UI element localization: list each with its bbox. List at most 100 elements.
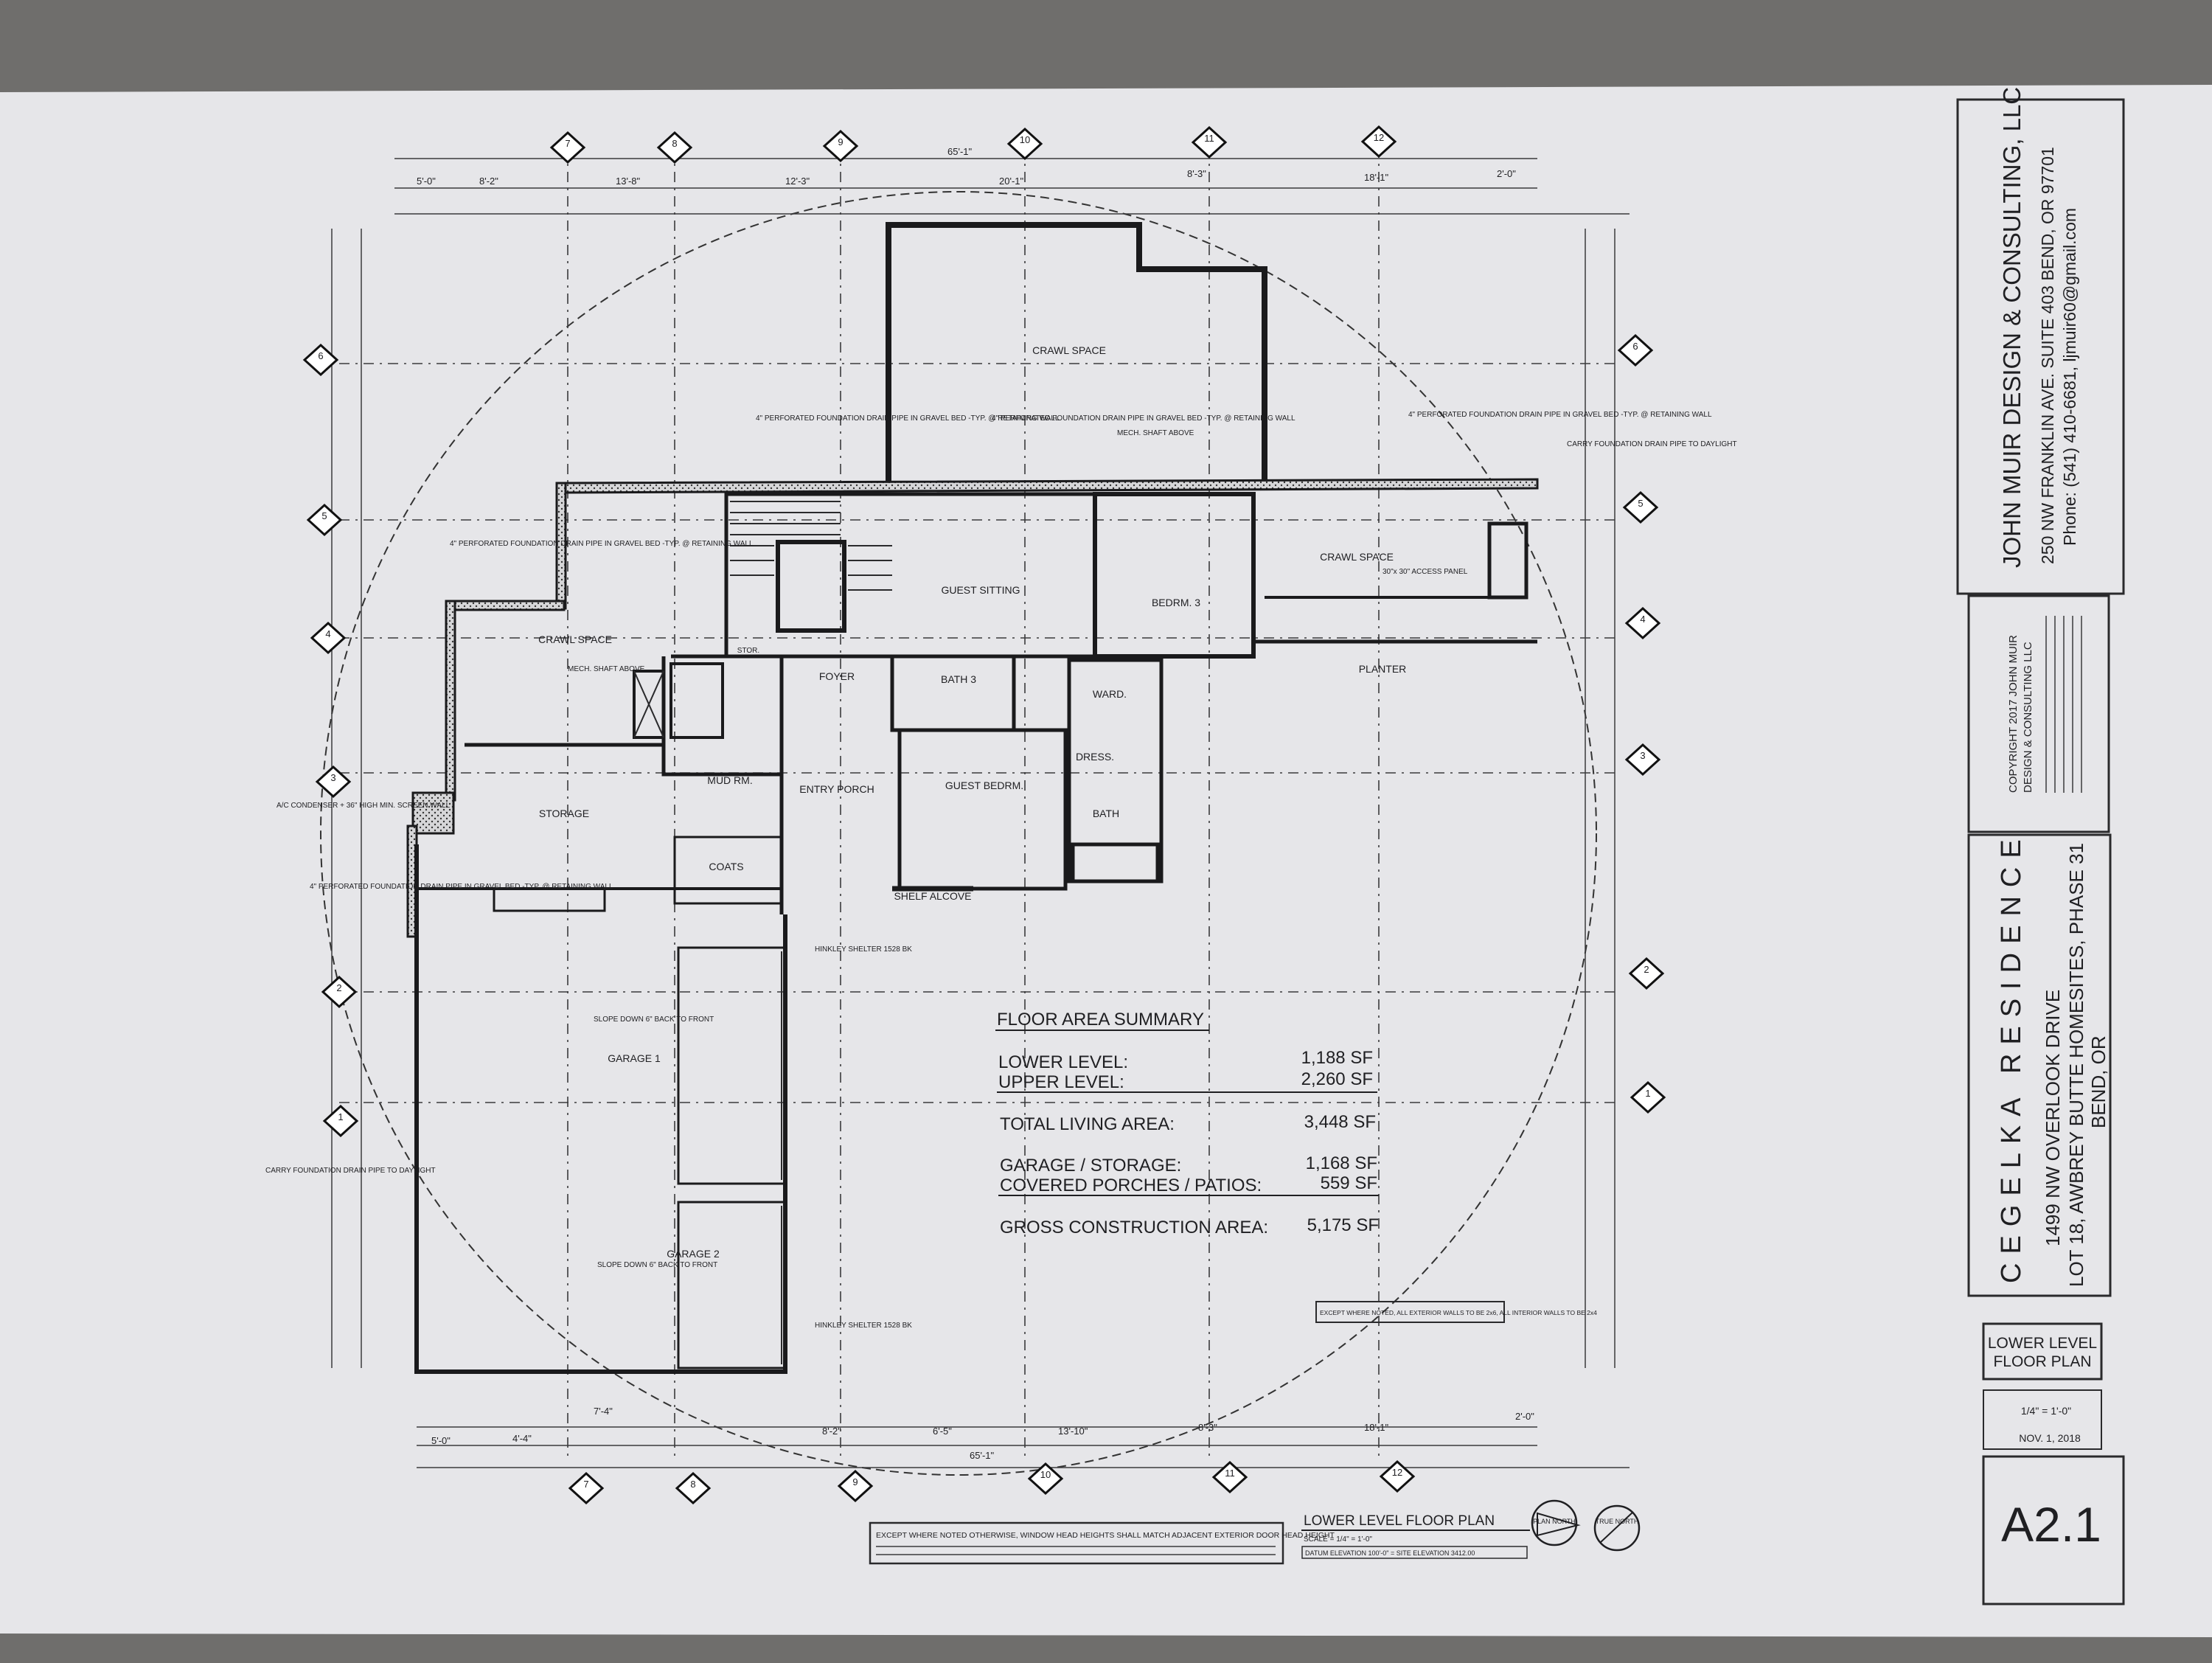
room-stor: STOR. [737,647,759,655]
title-block: JOHN MUIR DESIGN & CONSULTING, LLC 250 N… [1956,87,2125,1605]
dim-bottom-total: 65'-1" [970,1450,995,1461]
svg-text:10: 10 [1020,134,1030,145]
svg-text:12: 12 [1392,1467,1402,1478]
grid-tag-top-7: 7 [549,131,586,164]
exterior-walls-note: EXCEPT WHERE NOTED, ALL EXTERIOR WALLS T… [1315,1301,1597,1323]
note-drain-pipe-5: 4" PERFORATED FOUNDATION DRAIN PIPE IN G… [310,883,613,891]
room-garage-1: GARAGE 1 [608,1052,661,1064]
fas-row-gross-value: 5,175 SF [1307,1215,1379,1235]
grid-tag-bottom-7: 7 [568,1471,605,1505]
note-carry-pipe-1: CARRY FOUNDATION DRAIN PIPE TO DAYLIGHT [1567,440,1737,448]
note-drain-pipe-1: 4" PERFORATED FOUNDATION DRAIN PIPE IN G… [756,414,1060,423]
note-drain-pipe-2: 4" PERFORATED FOUNDATION DRAIN PIPE IN G… [992,414,1295,423]
copyright-line-2: DESIGN & CONSULTING LLC [2022,642,2034,793]
fas-row-lower-value: 1,188 SF [1301,1048,1373,1068]
grid-tag-left-6: 6 [302,343,339,377]
floor-area-summary: FLOOR AREA SUMMARY LOWER LEVEL: 1,188 SF… [995,1010,1379,1237]
room-garage-2: GARAGE 2 [667,1248,720,1260]
room-crawl-space-top: CRAWL SPACE [1032,344,1106,356]
svg-text:4: 4 [1640,614,1645,625]
copyright-line-1: COPYRIGHT 2017 JOHN MUIR [2007,635,2020,793]
room-bath: BATH [1093,808,1119,819]
sheet-title-line-1: LOWER LEVEL [1988,1335,2097,1352]
room-ward: WARD. [1093,688,1127,700]
grid-tag-right-6: 6 [1617,333,1654,367]
project-address: 1499 NW OVERLOOK DRIVE [2042,990,2064,1246]
grid-tag-left-1: 1 [322,1104,359,1138]
grid-tag-top-12: 12 [1360,125,1397,159]
dimension-lines [331,158,1630,1468]
firm-phone: Phone: (541) 410-6681, ljmuir60@gmail.co… [2060,208,2079,546]
dim-bottom-3: 7'-4" [594,1406,613,1417]
grid-tag-bottom-12: 12 [1379,1459,1416,1493]
fas-heading: FLOOR AREA SUMMARY [997,1010,1204,1030]
svg-text:1: 1 [1645,1088,1650,1099]
grid-tag-top-10: 10 [1006,127,1043,161]
room-dress: DRESS. [1076,751,1114,763]
room-shelf-alcove: SHELF ALCOVE [894,890,971,902]
note-slope-down-2: SLOPE DOWN 6" BACK TO FRONT [597,1261,717,1269]
exterior-walls-note-text: EXCEPT WHERE NOTED, ALL EXTERIOR WALLS T… [1320,1309,1597,1316]
svg-text:5: 5 [321,510,327,521]
dim-bottom-5: 6'-5" [933,1426,952,1437]
dim-top-2: 8'-2" [479,176,498,187]
dim-bottom-2: 4'-4" [512,1433,532,1444]
note-mech-shaft-2: MECH. SHAFT ABOVE [568,665,645,673]
firm-address: 250 NW FRANKLIN AVE. SUITE 403 BEND, OR … [2038,147,2057,564]
fas-row-total-label: TOTAL LIVING AREA: [1000,1114,1175,1134]
dim-top-6: 8'-3" [1187,168,1206,179]
dim-bottom-8: 18'-1" [1364,1422,1389,1433]
plan-scale: SCALE = 1/4" = 1'-0" [1304,1535,1372,1544]
date-value: NOV. 1, 2018 [2019,1432,2081,1444]
grid-tag-top-11: 11 [1191,125,1228,159]
grid-tag-right-2: 2 [1628,957,1665,990]
dim-bottom-4: 8'-2" [822,1426,841,1437]
grid-tag-right-4: 4 [1624,606,1661,640]
project-city: BEND, OR [2087,1035,2110,1128]
grid-tag-top-9: 9 [822,129,859,163]
plan-north-arrow: PLAN NORTH [1531,1499,1581,1546]
note-mech-shaft-1: MECH. SHAFT ABOVE [1117,429,1194,437]
fas-row-total-value: 3,448 SF [1304,1112,1376,1132]
plan-north-label: PLAN NORTH [1533,1518,1576,1525]
dim-bottom-9: 2'-0" [1515,1411,1534,1422]
room-storage: STORAGE [539,808,589,819]
annotations: 4" PERFORATED FOUNDATION DRAIN PIPE IN G… [265,411,1737,1330]
svg-text:1: 1 [338,1111,343,1122]
svg-text:7: 7 [583,1479,588,1490]
room-coats: COATS [709,861,743,872]
room-mud-rm: MUD RM. [707,774,752,786]
grid-tag-bottom-10: 10 [1027,1462,1064,1496]
window-head-note: EXCEPT WHERE NOTED OTHERWISE, WINDOW HEA… [869,1521,1335,1565]
note-hinkley-shelter-1: HINKLEY SHELTER 1528 BK [815,945,912,954]
grid-tag-right-3: 3 [1624,743,1661,777]
room-crawl-space-right: CRAWL SPACE [1320,551,1394,563]
svg-text:11: 11 [1204,133,1214,144]
svg-text:9: 9 [838,136,843,147]
scale-value: 1/4" = 1'-0" [2021,1405,2071,1417]
note-drain-pipe-3: 4" PERFORATED FOUNDATION DRAIN PIPE IN G… [1408,411,1712,419]
note-carry-pipe-2: CARRY FOUNDATION DRAIN PIPE TO DAYLIGHT [265,1167,436,1175]
room-entry-porch: ENTRY PORCH [799,783,874,795]
room-guest-sitting: GUEST SITTING [941,584,1020,596]
room-bath-3: BATH 3 [941,673,976,685]
svg-text:12: 12 [1374,132,1384,143]
svg-text:3: 3 [330,772,335,783]
note-hinkley-shelter-2: HINKLEY SHELTER 1528 BK [815,1322,912,1330]
svg-text:2: 2 [1644,964,1649,975]
grid-tag-right-5: 5 [1622,490,1659,524]
note-ac-condenser: A/C CONDENSER + 36" HIGH MIN. SCREEN WAL… [276,802,451,810]
fas-row-garage-label: GARAGE / STORAGE: [1000,1156,1181,1176]
svg-text:4: 4 [325,628,330,639]
grid-tag-left-5: 5 [306,503,343,537]
svg-text:3: 3 [1640,750,1645,761]
paper-sheet [0,85,2212,1637]
grid-tag-top-8: 8 [656,131,693,164]
true-north-label: TRUE NORTH [1596,1518,1639,1525]
fas-row-garage-value: 1,168 SF [1306,1153,1377,1173]
svg-text:6: 6 [318,350,323,361]
grid-tag-left-2: 2 [321,975,358,1009]
svg-text:6: 6 [1632,341,1638,352]
